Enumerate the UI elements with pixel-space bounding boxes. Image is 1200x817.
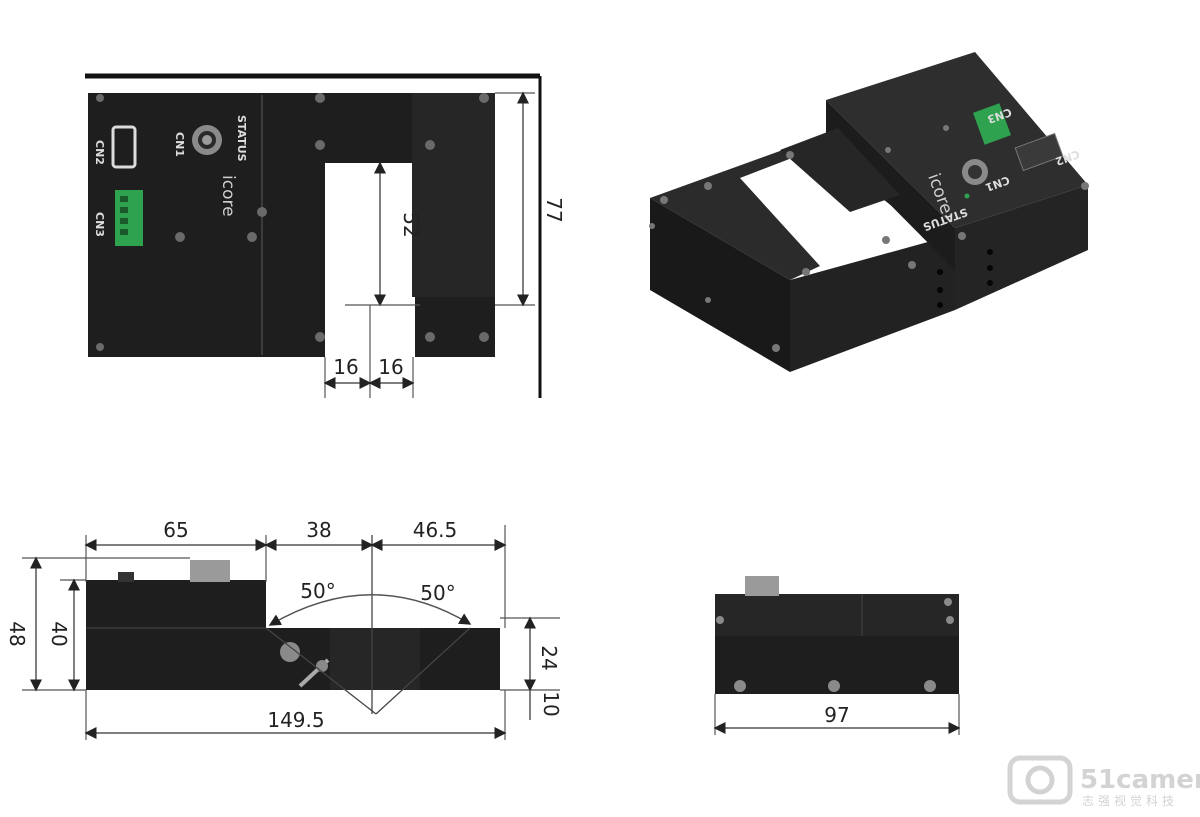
iso-view: CN3 CN2 CN1 STATUS icore: [649, 52, 1089, 372]
watermark-logo-icon: [1007, 755, 1073, 805]
cn3-terminal: [115, 190, 143, 246]
top-view-body: [88, 93, 495, 357]
angle-right: 50°: [420, 581, 455, 605]
brand-logo-top: icore: [218, 175, 238, 217]
screw-heads: [96, 93, 489, 351]
dim-77: 77: [542, 197, 566, 222]
cn1-label: CN1: [173, 132, 186, 157]
end-view: 97: [713, 576, 961, 735]
iso-cn3-terminal: [973, 103, 1011, 145]
dim-65: 65: [163, 518, 188, 542]
dim-16-right: 16: [378, 355, 403, 379]
dim-52: 52: [399, 212, 423, 237]
dim-48: 48: [5, 621, 29, 646]
top-view: CN2 CN1 CN3 STATUS icore 52 77 16 16: [85, 73, 566, 398]
dim-46-5: 46.5: [413, 518, 458, 542]
dim-16-left: 16: [333, 355, 358, 379]
dim-10: 10: [539, 691, 563, 716]
watermark-main: 51camera: [1080, 765, 1200, 795]
watermark-sub: 志强视觉科技: [1082, 793, 1178, 808]
cn3-label: CN3: [93, 212, 106, 237]
iso-cn2-port: [1014, 132, 1064, 172]
iso-screw-heads: [649, 125, 1089, 352]
dim-97: 97: [824, 703, 849, 727]
cn2-port: [111, 125, 137, 169]
dim-149-5: 149.5: [267, 708, 324, 732]
dim-24: 24: [537, 645, 561, 670]
dim-40: 40: [47, 621, 71, 646]
dim-38: 38: [306, 518, 331, 542]
angle-left: 50°: [300, 579, 335, 603]
status-label: STATUS: [235, 115, 248, 162]
cn2-label: CN2: [93, 140, 106, 165]
iso-box-top: [826, 52, 1088, 228]
side-view: 50° 50° 65 38 46.5 48 40 24 10 149.5: [5, 518, 563, 740]
watermark: 51camera 志强视觉科技: [1007, 755, 1200, 808]
